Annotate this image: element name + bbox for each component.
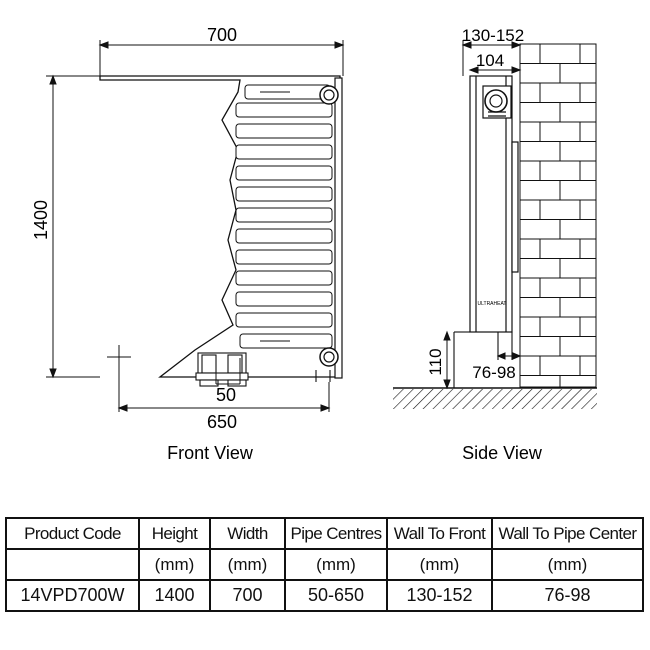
unit-height: (mm) [138, 548, 211, 581]
header-product-code: Product Code [5, 517, 140, 550]
depth-label: 104 [476, 51, 504, 70]
table-units-row: (mm) (mm) (mm) (mm) (mm) [5, 548, 644, 581]
wall-to-front-dimension [461, 40, 522, 76]
wall-to-front-label: 130-152 [462, 26, 524, 45]
front-bottom-connector [319, 347, 339, 367]
side-view: ULTRAHEAT 130-152 104 110 [393, 26, 597, 463]
front-height-dimension [46, 74, 100, 379]
bottom-valve-assembly [195, 352, 331, 387]
convector-fins [235, 84, 333, 349]
side-bottom-pipe [453, 331, 513, 388]
side-view-caption: Side View [462, 443, 543, 463]
depth-dimension [468, 66, 522, 74]
unit-wall-to-front: (mm) [386, 548, 493, 581]
floor-height-label: 110 [426, 348, 445, 375]
table-header-row: Product Code Height Width Pipe Centres W… [5, 517, 644, 550]
pipe-centres-label: 650 [207, 412, 237, 432]
header-wall-to-front: Wall To Front [386, 517, 493, 550]
wall-to-pipe-label: 76-98 [472, 363, 515, 382]
radiator-front-panel [99, 75, 341, 378]
table-row: 14VPD700W 1400 700 50-650 130-152 76-98 [5, 579, 644, 612]
cell-wall-to-pipe-center: 76-98 [491, 579, 644, 612]
front-width-label: 700 [207, 25, 237, 45]
header-height: Height [138, 517, 211, 550]
unit-width: (mm) [209, 548, 286, 581]
cell-width: 700 [209, 579, 286, 612]
front-height-label: 1400 [31, 200, 51, 240]
radiator-side-profile [469, 75, 519, 333]
front-view-caption: Front View [167, 443, 254, 463]
floor-height-dimension [443, 330, 451, 390]
header-width: Width [209, 517, 286, 550]
cell-product-code: 14VPD700W [5, 579, 140, 612]
pipe-centres-dimension [117, 372, 331, 412]
front-view: 700 1400 [31, 25, 345, 463]
pipe-offset-label: 50 [216, 385, 236, 405]
technical-drawing: 700 1400 [31, 25, 597, 463]
wall-to-pipe-dimension [496, 352, 522, 360]
header-pipe-centres: Pipe Centres [284, 517, 388, 550]
cell-height: 1400 [138, 579, 211, 612]
spec-table: Product Code Height Width Pipe Centres W… [5, 517, 644, 612]
radiator-side-rail [334, 77, 343, 379]
unit-wall-to-pipe-center: (mm) [491, 548, 644, 581]
floor [393, 387, 597, 409]
centre-marks [107, 345, 241, 384]
brick-wall [519, 43, 597, 388]
front-top-connector [319, 85, 339, 105]
front-width-dimension [98, 40, 345, 76]
unit-pipe-centres: (mm) [284, 548, 388, 581]
header-wall-to-pipe-center: Wall To Pipe Center [491, 517, 644, 550]
cell-wall-to-front: 130-152 [386, 579, 493, 612]
unit-product-code [5, 548, 140, 581]
cell-pipe-centres: 50-650 [284, 579, 388, 612]
brand-label: ULTRAHEAT [478, 301, 507, 307]
